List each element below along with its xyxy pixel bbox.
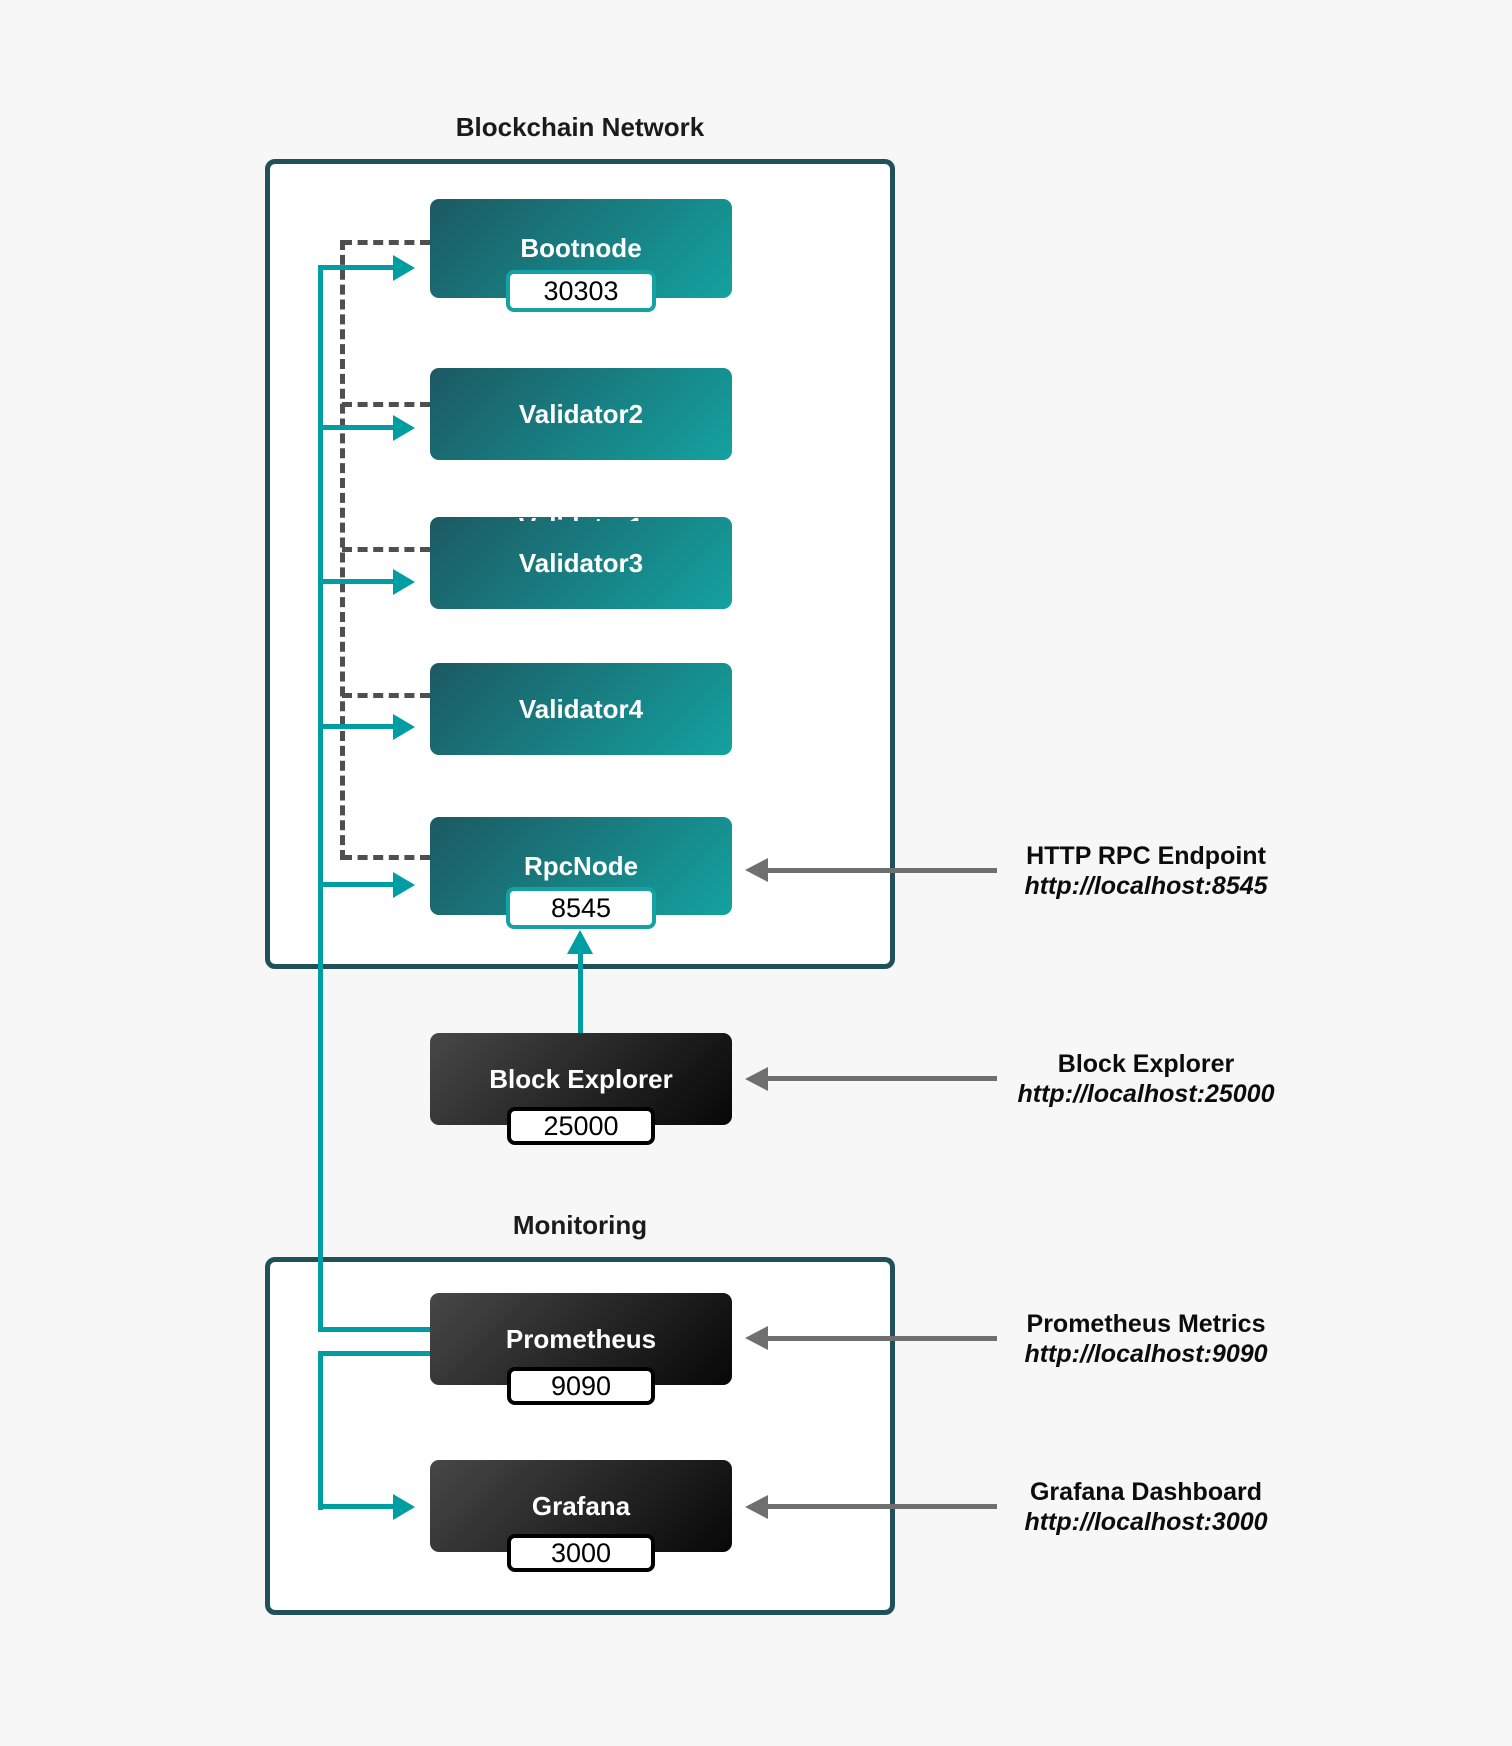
- node-validator4-label: Validator4: [518, 693, 644, 724]
- arrowhead-validator4: [393, 714, 415, 740]
- arrowhead-validator3: [393, 569, 415, 595]
- dashed-edge-validator2: [342, 402, 430, 407]
- node-bootnode-label: Bootnode: [520, 233, 642, 263]
- blockchain-network-title: Blockchain Network: [455, 112, 705, 142]
- edge-to-validator3: [318, 579, 395, 584]
- arrowhead-rpcnode: [393, 872, 415, 898]
- annotation-prometheus: Prometheus Metrics http://localhost:9090: [996, 1309, 1296, 1369]
- annotation-block-explorer-url: http://localhost:25000: [1017, 1080, 1275, 1108]
- node-block-explorer: Block Explorer 25000: [430, 1033, 732, 1145]
- annotation-grafana-url: http://localhost:3000: [1024, 1508, 1268, 1536]
- dashed-edge-rpcnode: [342, 855, 430, 860]
- annotation-arrow-grafana: [767, 1504, 997, 1509]
- annotation-arrow-block-explorer: [767, 1076, 997, 1081]
- node-validator2-label: Validator2: [518, 398, 644, 429]
- edge-to-prometheus: [318, 1327, 430, 1332]
- dashed-edge-bootnode: [342, 240, 430, 245]
- edge-to-validator4: [318, 724, 395, 729]
- port-badge-prometheus: 9090: [507, 1367, 655, 1405]
- node-validator4: Validator4: [430, 663, 732, 755]
- dashed-edge-validator3: [342, 547, 430, 552]
- node-grafana: Grafana 3000: [430, 1460, 732, 1572]
- monitoring-title: Monitoring: [512, 1210, 648, 1240]
- node-prometheus-label: Prometheus: [505, 1323, 657, 1354]
- node-rpcnode-label: RpcNode: [523, 850, 639, 881]
- node-grafana-label: Grafana: [531, 1490, 631, 1521]
- node-validator1-hidden-artifact: Validator1: [430, 513, 732, 521]
- edge-from-prometheus: [318, 1351, 430, 1356]
- annotation-grafana: Grafana Dashboard http://localhost:3000: [996, 1477, 1296, 1537]
- annotation-prometheus-title: Prometheus Metrics: [1026, 1310, 1266, 1338]
- annotation-block-explorer-title: Block Explorer: [1057, 1050, 1235, 1078]
- port-badge-bootnode: 30303: [506, 270, 656, 312]
- annotation-arrow-prometheus: [767, 1336, 997, 1341]
- edge-to-grafana: [318, 1504, 395, 1509]
- arrowhead-grafana: [393, 1494, 415, 1520]
- node-validator3-label: Validator3: [518, 547, 644, 578]
- annotation-block-explorer: Block Explorer http://localhost:25000: [996, 1049, 1296, 1109]
- annotation-arrowhead-prometheus: [745, 1326, 768, 1350]
- teal-trunk: [318, 266, 323, 1332]
- dashed-edge-validator4: [342, 693, 430, 698]
- node-validator2: Validator2: [430, 368, 732, 460]
- node-block-explorer-label: Block Explorer: [489, 1063, 673, 1094]
- node-rpcnode: RpcNode 8545: [430, 817, 732, 929]
- arrowhead-bootnode: [393, 255, 415, 281]
- node-bootnode: Bootnode 30303: [430, 199, 732, 312]
- annotation-arrowhead-block-explorer: [745, 1067, 768, 1091]
- node-prometheus: Prometheus 9090: [430, 1293, 732, 1405]
- arrowhead-validator2: [393, 415, 415, 441]
- edge-prometheus-grafana-vertical: [318, 1351, 323, 1510]
- annotation-prometheus-url: http://localhost:9090: [1024, 1340, 1268, 1368]
- annotation-grafana-title: Grafana Dashboard: [1029, 1478, 1262, 1506]
- annotation-http-rpc-title: HTTP RPC Endpoint: [1026, 842, 1266, 870]
- port-badge-grafana: 3000: [507, 1534, 655, 1572]
- edge-to-rpcnode: [318, 882, 395, 887]
- annotation-arrowhead-grafana: [745, 1495, 768, 1519]
- edge-to-bootnode: [318, 265, 395, 270]
- annotation-arrow-http-rpc: [767, 868, 997, 873]
- edge-blockexplorer-rpcnode: [578, 950, 583, 1035]
- port-badge-rpcnode: 8545: [506, 887, 656, 929]
- edge-to-validator2: [318, 425, 395, 430]
- port-badge-block-explorer: 25000: [507, 1107, 655, 1145]
- annotation-http-rpc-url: http://localhost:8545: [1024, 872, 1268, 900]
- arrowhead-up-rpcnode: [567, 930, 593, 954]
- node-validator3: Validator3: [430, 517, 732, 609]
- annotation-http-rpc: HTTP RPC Endpoint http://localhost:8545: [996, 841, 1296, 901]
- annotation-arrowhead-http-rpc: [745, 858, 768, 882]
